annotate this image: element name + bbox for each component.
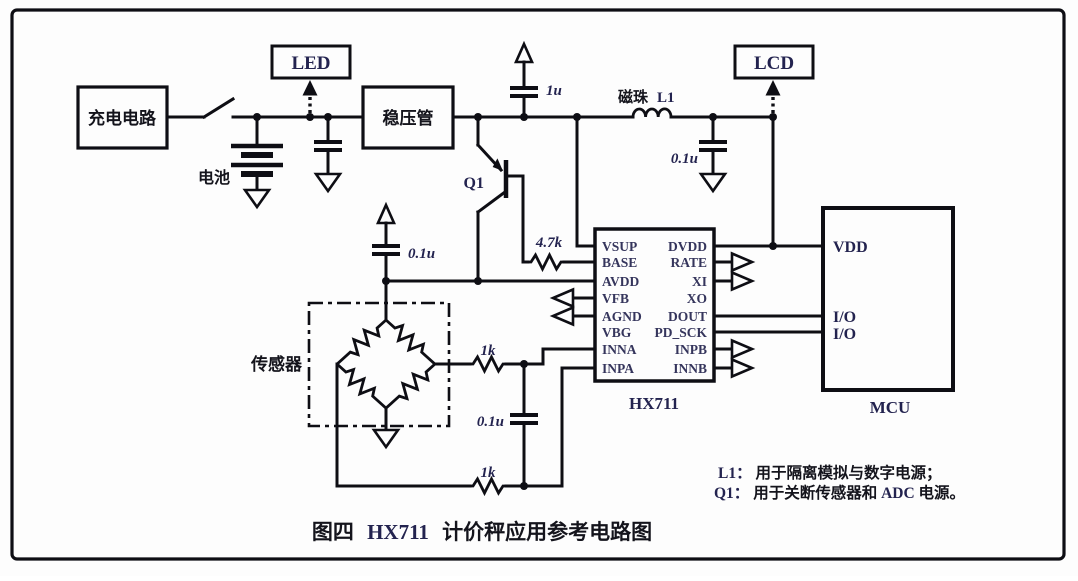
cap-01u-input-value: 0.1u — [477, 414, 504, 430]
bridge-resistor-icon — [330, 357, 393, 415]
regulator-block — [361, 85, 455, 150]
pin-inna: INNA — [602, 342, 637, 357]
resistor-4k7-icon — [526, 253, 566, 271]
pin-xo: XO — [687, 291, 707, 306]
note-q1: Q1： 用于关断传感器和 ADC 电源。 — [714, 483, 965, 502]
cap-01u-dvdd-value: 0.1u — [671, 151, 698, 167]
bridge-resistor-icon — [379, 313, 442, 371]
pin-innb: INNB — [673, 361, 707, 376]
figure-border — [10, 8, 1066, 561]
transistor-q1 — [475, 115, 525, 283]
pin-vsup: VSUP — [602, 239, 637, 254]
lcd-block — [733, 44, 815, 80]
pin-agnd: AGND — [602, 309, 642, 324]
led-label: LED — [291, 53, 330, 74]
pin-vfb: VFB — [602, 291, 629, 306]
ground-icon — [314, 172, 342, 193]
charger-label: 充电电路 — [88, 108, 157, 128]
pin-base: BASE — [602, 255, 637, 270]
connector-right-icon — [730, 358, 754, 378]
resistor-1k-bottom-icon — [468, 477, 508, 495]
battery-label: 电池 — [198, 168, 230, 187]
pin-pd-sck: PD_SCK — [654, 325, 707, 340]
hx711-label: HX711 — [629, 394, 679, 413]
mcu-pin-io1: I/O — [833, 309, 856, 326]
power-arrow-icon — [514, 42, 534, 64]
charger-block — [76, 85, 169, 150]
ground-icon — [699, 172, 727, 193]
bridge-resistor-icon — [330, 313, 393, 371]
battery-symbol — [231, 115, 283, 209]
junction-dots — [253, 113, 777, 490]
hx711-right-pins: DVDD RATE XI XO DOUT PD_SCK INPB INNB — [654, 239, 707, 376]
connector-right-icon — [730, 252, 754, 272]
pin-dvdd: DVDD — [668, 239, 707, 254]
pin-avdd: AVDD — [602, 274, 640, 289]
pin-xi: XI — [692, 274, 707, 289]
led-arrow-icon — [300, 78, 320, 115]
hx711-block — [593, 227, 716, 383]
pin-inpa: INPA — [602, 361, 634, 376]
pin-dout: DOUT — [668, 309, 707, 324]
cap-1u — [510, 42, 538, 119]
bridge-resistor-icon — [379, 357, 442, 415]
ferrite-bead-icon — [631, 107, 673, 118]
pin-inpb: INPB — [675, 342, 707, 357]
mcu-block — [821, 206, 955, 392]
bead-label: 磁珠 L1 — [618, 88, 675, 106]
cap-01u-input — [510, 362, 538, 488]
ground-icon — [372, 428, 400, 449]
led-block — [270, 44, 352, 80]
cap-01u-avdd — [372, 203, 400, 283]
connector-left-icon — [551, 288, 575, 308]
mcu-label: MCU — [870, 398, 911, 417]
cap-01u-dvdd — [699, 115, 727, 193]
resistor-4k7-value: 4.7k — [535, 235, 563, 251]
note-l1: L1： 用于隔离模拟与数字电源； — [718, 463, 941, 482]
connector-left-icon — [551, 306, 575, 326]
pin-rate: RATE — [670, 255, 707, 270]
regulator-label: 稳压管 — [383, 108, 434, 128]
connector-right-icon — [730, 339, 754, 359]
sensor-label: 传感器 — [250, 354, 303, 374]
resistor-1k-top-icon — [468, 355, 508, 373]
mcu-pin-vdd: VDD — [833, 239, 868, 256]
pin-vbg: VBG — [602, 325, 632, 340]
lcd-label: LCD — [754, 53, 794, 74]
figure-caption: 图四 HX711 计价秤应用参考电路图 — [312, 520, 652, 544]
power-arrow-icon — [376, 203, 396, 225]
emitter-arrow-icon — [492, 158, 503, 171]
input-cap — [314, 115, 342, 193]
lcd-arrow-icon — [763, 78, 783, 115]
mcu-pin-io2: I/O — [833, 326, 856, 343]
cap-01u-avdd-value: 0.1u — [408, 246, 435, 262]
resistor-1k-top-value: 1k — [481, 343, 497, 359]
ground-icon — [243, 188, 271, 209]
cap-1u-value: 1u — [546, 83, 562, 99]
wires — [165, 96, 825, 334]
connector-right-icon — [730, 271, 754, 291]
resistor-1k-bottom-value: 1k — [481, 465, 497, 481]
q1-label: Q1 — [464, 175, 484, 192]
bridge-resistors — [330, 279, 442, 449]
hx711-left-pins: VSUP BASE AVDD VFB AGND VBG INNA INPA — [602, 239, 642, 376]
sensor-boundary — [307, 301, 451, 428]
